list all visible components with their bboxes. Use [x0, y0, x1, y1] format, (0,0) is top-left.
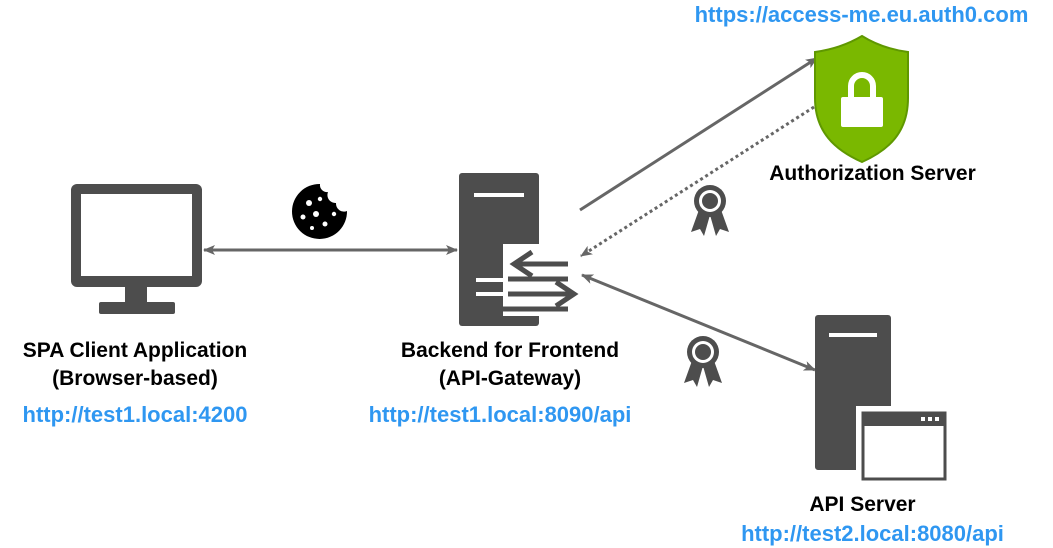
auth-server-url: https://access-me.eu.auth0.com: [694, 2, 1029, 27]
bff-name-line2: (API-Gateway): [438, 367, 582, 390]
bff-to-auth-arrow: [579, 56, 818, 212]
bff-api-connector: [581, 273, 816, 372]
bff-name: Backend for Frontend (API-Gateway): [370, 337, 650, 393]
api-server-icon: [815, 315, 950, 484]
spa-client-url: http://test1.local:4200: [22, 402, 248, 427]
token-ribbon-icon: [684, 336, 722, 387]
api-server-url: http://test2.local:8080/api: [741, 521, 1004, 546]
monitor-icon: [71, 184, 202, 314]
auth-server-name: Authorization Server: [769, 162, 976, 185]
spa-client-name-line2: (Browser-based): [52, 367, 218, 390]
cookie-icon: [292, 183, 348, 239]
bff-name-line1: Backend for Frontend: [400, 339, 620, 362]
auth-to-bff-dotted-arrow: [580, 105, 815, 258]
bff-url: http://test1.local:8090/api: [368, 402, 632, 427]
token-ribbon-icon: [691, 185, 729, 236]
api-server-name: API Server: [809, 493, 916, 516]
shield-lock-icon: [814, 34, 909, 164]
spa-client-name-line1: SPA Client Application: [22, 339, 248, 362]
gateway-server-icon: [459, 173, 579, 326]
spa-client-name: SPA Client Application (Browser-based): [0, 337, 270, 393]
